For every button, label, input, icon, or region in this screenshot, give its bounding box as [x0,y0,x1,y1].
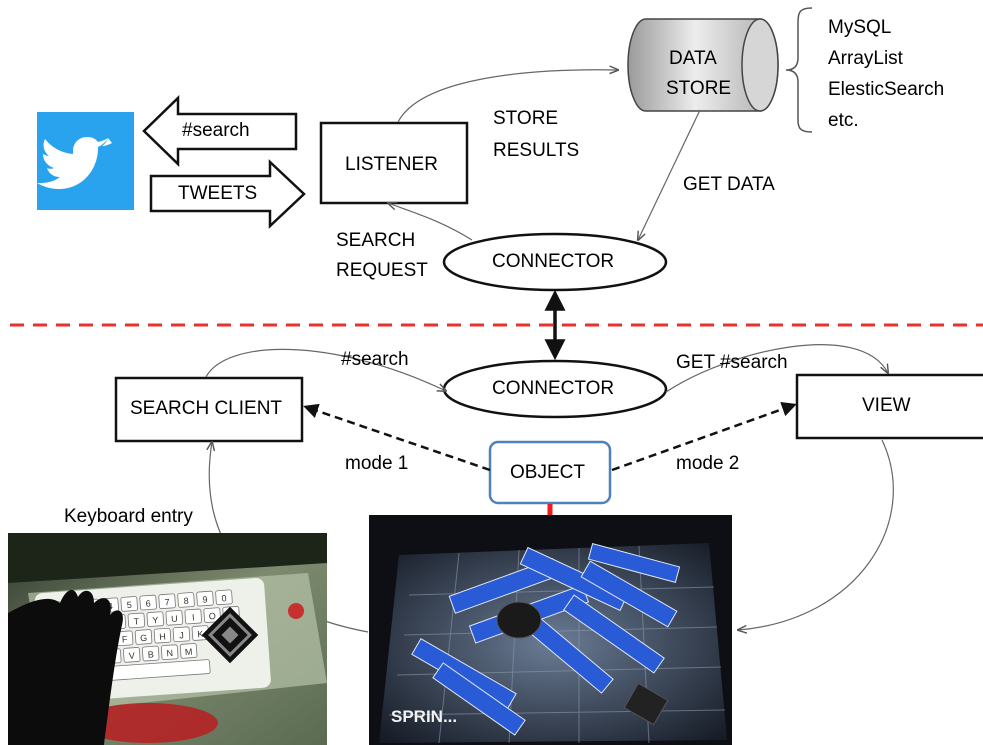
keyboard-key-label: J [179,630,184,640]
keyboard-key [146,611,165,627]
get-hash-search-label: GET #search [676,352,788,373]
keyboard-key [215,589,233,606]
keyboard-key-label: 7 [164,597,170,607]
connector-bottom-label: CONNECTOR [492,378,615,399]
table-photo: SPRIN... [369,515,732,745]
keyboard-key-label: Y [152,615,159,625]
keyboard-key-label: I [192,612,195,622]
keyboard-photo-image: 1234567890QWERTYUIOPASDFGHJKLZXCVBNM [8,533,327,745]
tweets-arrow-label: TWEETS [178,183,258,204]
table-caption: SPRIN... [391,707,457,726]
keyboard-key-label: M [185,647,193,657]
data-store-cylinder [627,18,779,112]
keyboard-key [172,626,191,643]
search-arrow-label: #search [182,120,250,141]
keyboard-photo: 1234567890QWERTYUIOPASDFGHJKLZXCVBNM [8,533,327,745]
keyboard-key-label: 6 [145,598,151,608]
store-option: MySQL [828,17,892,38]
hash-search-edge [205,348,446,391]
keyboard-key-label: 5 [126,600,132,610]
data-store-label-2: STORE [666,78,732,99]
keyboard-key [141,645,160,662]
keyboard-key [153,627,172,644]
view-label: VIEW [862,395,911,416]
hash-search-label: #search [341,349,409,370]
keyboard-key-label: K [197,629,204,639]
store-options-brace [785,7,813,133]
get-hash-search-edge [665,344,888,393]
tweets-arrow [149,159,306,229]
keyboard-key-label: 8 [183,596,189,606]
connector-top-label: CONNECTOR [492,251,615,272]
view-box [795,373,983,440]
search-client-label: SEARCH CLIENT [130,398,283,419]
keyboard-key-label: V [128,651,135,661]
keyboard-key [120,596,138,612]
store-option: ElesticSearch [828,79,945,100]
store-results-label-2: RESULTS [493,140,580,161]
keyboard-entry-label: Keyboard entry [64,506,193,527]
store-results-edge [397,70,618,123]
mode2-arrow [611,401,797,472]
keyboard-key [196,590,214,607]
keyboard-key [179,643,198,659]
store-option: ArrayList [828,48,903,69]
keyboard-key [158,593,176,610]
data-store-label-1: DATA [669,48,717,69]
keyboard-key-label: F [122,634,129,644]
keyboard-key [123,647,141,663]
keyboard-key-label: B [147,649,154,659]
keyboard-key [177,592,195,608]
mode1-arrow [303,403,491,472]
object-label: OBJECT [510,462,585,483]
search-arrow [142,95,298,167]
keyboard-key-label: O [208,611,216,621]
keyboard-key [127,612,146,629]
view-to-table-edge [738,439,894,630]
keyboard-key-label: G [140,633,148,643]
listener-label: LISTENER [345,154,438,175]
search-client-box [114,376,304,443]
keyboard-key [203,607,221,623]
keyboard-key-label: U [171,614,178,624]
keyboard-key-label: T [133,616,140,626]
keyboard-key [165,609,184,626]
keyboard-key [160,644,179,661]
store-results-label-1: STORE [493,108,559,129]
hand-silhouette [8,589,123,745]
keyboard-key [184,608,202,625]
mode2-label: mode 2 [676,453,740,474]
search-request-label-2: REQUEST [336,260,428,281]
keyboard-key-label: 9 [202,594,208,604]
mode1-label: mode 1 [345,453,409,474]
search-request-edge [388,203,473,241]
twitter-logo [37,112,134,210]
store-options-list: MySQL ArrayList ElesticSearch etc. [828,12,944,136]
keyboard-key-label: N [166,648,173,658]
object-box [488,440,612,505]
keyboard-key-label: 0 [221,593,227,603]
twitter-bird-icon [37,137,112,189]
get-data-label: GET DATA [683,174,775,195]
store-option: etc. [828,110,859,131]
keyboard-key-label: H [159,631,166,641]
get-data-edge [638,109,701,240]
keyboard-key [139,594,157,611]
table-photo-image: SPRIN... [369,515,732,745]
search-request-label-1: SEARCH [336,230,416,251]
keyboard-key [134,629,153,645]
